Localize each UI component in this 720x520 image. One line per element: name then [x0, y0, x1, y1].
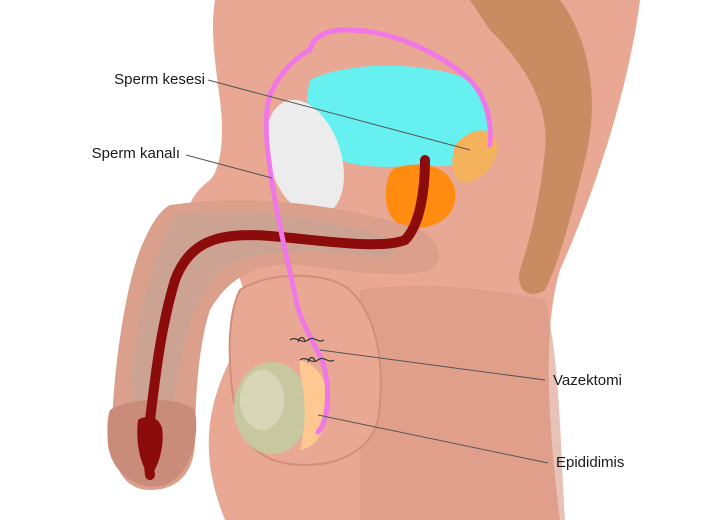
vasectomy-ties [289, 336, 335, 363]
pubic-bone [266, 99, 344, 217]
label-vas-deferens: Sperm kanalı [92, 145, 180, 162]
leader-line-seminal-vesicle [207, 79, 471, 151]
leader-line-epididymis [317, 414, 549, 464]
leader-line-vas-deferens [185, 154, 273, 179]
corpus [131, 212, 397, 420]
label-seminal-vesicle: Sperm kesesi [114, 71, 205, 88]
testis-highlight [240, 370, 284, 430]
seminal-vesicle [452, 130, 497, 183]
thigh-shade [360, 285, 565, 520]
urethral-opening [137, 416, 163, 475]
leader-line-vasectomy [319, 349, 546, 381]
label-vasectomy: Vazektomi [553, 372, 622, 389]
vas-deferens [263, 27, 493, 435]
label-epididymis: Epididimis [556, 454, 624, 471]
rectum [470, 0, 592, 294]
bladder [306, 65, 491, 167]
